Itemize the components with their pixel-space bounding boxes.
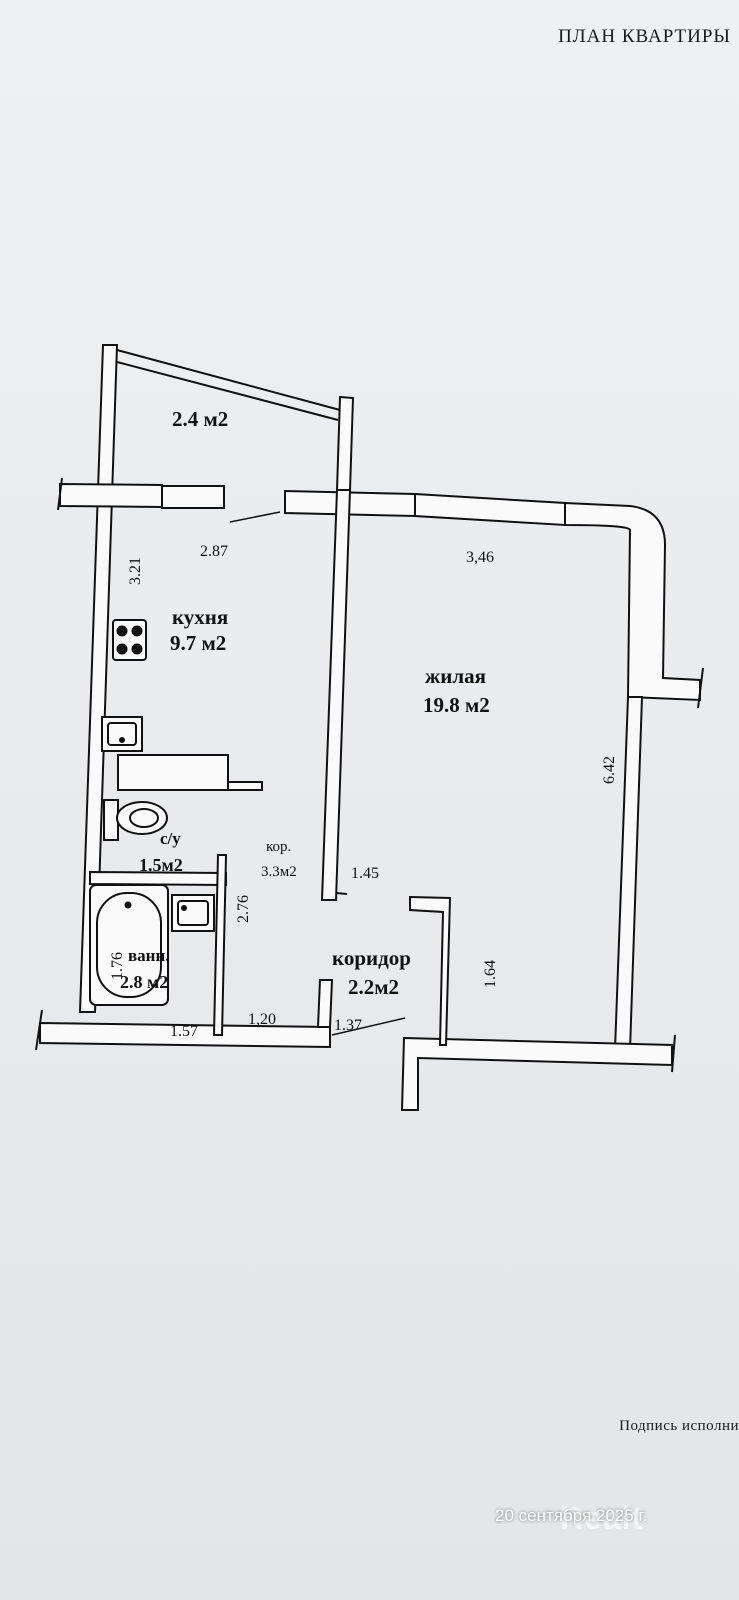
dimension-2-76: 2.76 [235,895,252,923]
wall-bottom-left [39,1021,331,1049]
dimension-1-20: 1,20 [248,1011,276,1028]
wall-balcony-post [335,395,355,491]
balcony-rail-inner [116,361,339,421]
page-title: ПЛАН КВАРТИРЫ [558,26,731,47]
kitchen-counter [117,754,229,791]
dimension-1-76: 1.76 [109,952,126,980]
living-name: жилая [425,664,486,688]
dimension-1-45: 1.45 [351,865,379,882]
wall-duct [564,501,701,702]
balcony-area: 2.4 м2 [172,407,228,431]
wc-area: 1.5м2 [139,855,183,875]
bath-area: 2.8 м2 [120,972,168,992]
dimension-3-21: 3.21 [127,557,144,585]
bath-sink-icon [171,894,215,932]
counter-stub [227,781,263,791]
signature-line: Подпись исполни [619,1418,739,1434]
dimension-1-57: 1.57 [170,1023,198,1040]
bath-name: ванн. [128,946,170,965]
door-swing-line [331,1017,406,1036]
dimension-2-87: 2.87 [200,543,228,560]
corridor-name: коридор [332,946,411,970]
partition-stub [335,892,348,895]
fixtures [89,619,215,1006]
corridor-area: 2.2м2 [348,975,399,999]
watermark-logo: Realt [560,1500,644,1536]
dimension-1-64: 1.64 [482,960,499,988]
hall-name: кор. [266,839,291,855]
wall-bath-right [212,854,228,1036]
wall-partition-kitchen-living [320,489,352,901]
toilet-icon [103,799,168,841]
wall-corridor-partition [409,895,452,1046]
balcony-rail [116,349,341,411]
living-area: 19.8 м2 [423,693,490,717]
dimension-3-46: 3,46 [466,549,494,566]
kitchen-sink-icon [101,716,143,752]
hall-area: 3.3м2 [261,864,297,880]
kitchen-door-line [229,511,281,523]
dimension-1-37: 1.37 [334,1017,362,1034]
wc-name: с/у [160,829,181,848]
bathtub-icon [89,884,169,1006]
dimension-6-42: 6.42 [601,756,618,784]
stove-icon [112,619,147,661]
kitchen-name: кухня [172,605,228,629]
window-kitchen [161,485,225,509]
tick-marks [35,477,704,1073]
window-living [414,492,566,527]
wall-kitchen-top-left [59,482,163,509]
photo-timestamp: 20 сентября 2025 г. [495,1506,648,1525]
wall-right-outer [613,696,644,1051]
kitchen-area: 9.7 м2 [170,631,226,655]
wall-door-jamb [316,979,334,1028]
walls [39,344,701,1111]
wall-bottom-right [400,1036,673,1111]
wall-left-outer [78,344,119,1013]
